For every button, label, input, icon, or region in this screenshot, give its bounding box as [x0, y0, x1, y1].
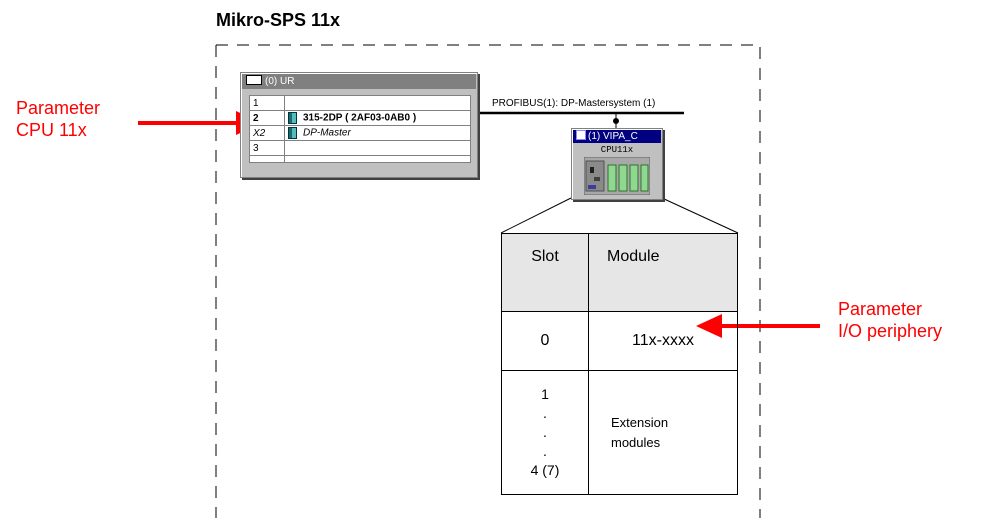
- callout-right-line: [661, 197, 739, 234]
- cpu-parameter-label: Parameter CPU 11x: [16, 97, 100, 141]
- rack-module-cell: 315-2DP ( 2AF03-0AB0 ): [284, 110, 471, 126]
- slot-range-line: .: [543, 443, 547, 459]
- rack-slot: 3: [249, 140, 285, 156]
- slot-table-header: Slot Module: [501, 233, 738, 312]
- rack-module: DP-Master: [303, 127, 351, 139]
- page-title: Mikro-SPS 11x: [216, 10, 341, 30]
- cpu-device-icon: [584, 157, 650, 195]
- module-header: Module: [588, 233, 738, 312]
- rack-slot: [249, 155, 285, 163]
- rack-module: 315-2DP ( 2AF03-0AB0 ): [303, 112, 417, 124]
- rack-module: [284, 155, 471, 163]
- rack-module: [284, 95, 471, 111]
- module-cell: 11x-xxxx: [588, 311, 738, 371]
- cpu-label-line: Parameter: [16, 98, 101, 118]
- rack-title: (0) UR: [265, 76, 295, 87]
- slave-title: (1) VIPA_C: [588, 131, 638, 142]
- slot-table: Slot Module 0 11x-xxxx 1 . . . 4 (7) Ext…: [501, 233, 738, 495]
- io-label-line: Parameter: [838, 299, 923, 319]
- bus-node: [613, 118, 619, 124]
- dp-master-icon: [288, 127, 297, 139]
- slave-subtitle: CPU11x: [600, 145, 634, 155]
- rack-row[interactable]: 1: [249, 95, 471, 111]
- slave-titlebar[interactable]: (1) VIPA_C: [573, 130, 661, 143]
- rack-icon: [246, 75, 262, 86]
- callout-left-line: [500, 197, 572, 234]
- slot-range-cell: 1 . . . 4 (7): [501, 370, 589, 495]
- rack-row[interactable]: 2 315-2DP ( 2AF03-0AB0 ): [249, 110, 471, 126]
- slot-range-line: .: [543, 424, 547, 440]
- extension-line: modules: [611, 434, 661, 450]
- profibus-label: PROFIBUS(1): DP-Mastersystem (1): [492, 98, 656, 109]
- dashed-frame: [215, 44, 761, 518]
- slot-range-line: 4 (7): [530, 462, 560, 478]
- rack-module-cell: DP-Master: [284, 125, 471, 141]
- rack-row[interactable]: 3: [249, 140, 471, 156]
- slot-cell: 0: [501, 311, 589, 371]
- cpu-module-icon: [288, 112, 297, 124]
- slot-table-row: 1 . . . 4 (7) Extension modules: [501, 370, 738, 495]
- rack-window[interactable]: (0) UR 1 2 315-2DP ( 2AF03-0AB0 ) X2 DP-…: [240, 72, 478, 178]
- slot-table-row: 0 11x-xxxx: [501, 311, 738, 371]
- extension-modules-cell: Extension modules: [588, 370, 738, 495]
- rack-slot: 1: [249, 95, 285, 111]
- rack-module: [284, 140, 471, 156]
- slave-icon: [576, 130, 586, 141]
- slot-range-line: .: [543, 405, 547, 421]
- extension-line: Extension: [611, 414, 669, 430]
- rack-table: 1 2 315-2DP ( 2AF03-0AB0 ) X2 DP-Master …: [249, 95, 471, 163]
- rack-titlebar[interactable]: (0) UR: [242, 74, 476, 89]
- cpu-label-line: CPU 11x: [16, 120, 87, 140]
- rack-row[interactable]: [249, 155, 471, 163]
- io-parameter-label: Parameter I/O periphery: [838, 298, 942, 342]
- rack-slot: 2: [249, 110, 285, 126]
- io-label-line: I/O periphery: [838, 321, 943, 341]
- rack-row[interactable]: X2 DP-Master: [249, 125, 471, 141]
- slave-station[interactable]: (1) VIPA_C CPU11x: [571, 128, 663, 200]
- slot-range-line: 1: [541, 386, 549, 402]
- rack-slot: X2: [249, 125, 285, 141]
- slot-header: Slot: [501, 233, 589, 312]
